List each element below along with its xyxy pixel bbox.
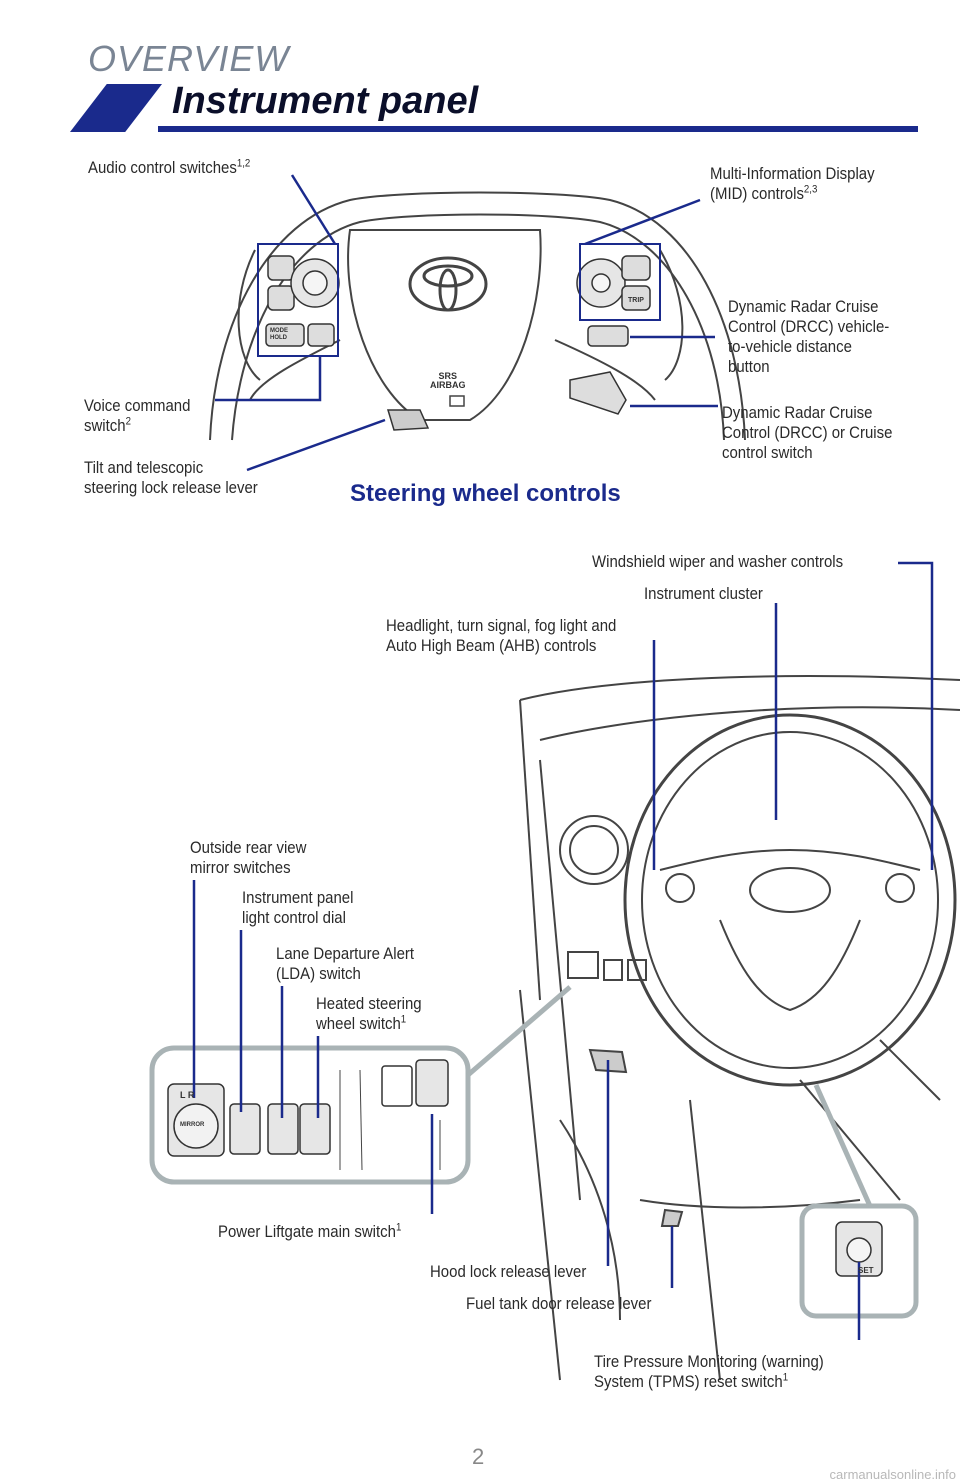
label-hood-release: Hood lock release lever: [430, 1262, 587, 1281]
label-audio-control: Audio control switches1,2: [88, 157, 251, 177]
mode-hold-button: MODE HOLD: [270, 328, 288, 341]
srs-airbag-text: SRS AIRBAG: [430, 371, 466, 390]
page-title: Instrument panel: [172, 80, 479, 122]
lr-button: L R: [180, 1090, 195, 1100]
steering-caption: Steering wheel controls: [350, 480, 621, 507]
set-button: SET: [858, 1266, 874, 1275]
label-voice-command: Voice command switch2: [84, 396, 191, 435]
label-headlight: Headlight, turn signal, fog light and Au…: [386, 616, 617, 655]
watermark: carmanualsonline.info: [829, 1467, 956, 1482]
label-tpms: Tire Pressure Monitoring (warning) Syste…: [594, 1352, 824, 1391]
label-wiper: Windshield wiper and washer controls: [592, 552, 844, 571]
label-mid-controls: Multi-Information Display (MID) controls…: [710, 164, 875, 203]
label-drcc-distance: Dynamic Radar Cruise Control (DRCC) vehi…: [728, 297, 890, 376]
label-mirror-switches: Outside rear view mirror switches: [190, 838, 307, 877]
page-number: 2: [472, 1444, 485, 1469]
label-heated-wheel: Heated steering wheel switch1: [316, 994, 422, 1033]
label-instrument-cluster: Instrument cluster: [644, 584, 763, 603]
trip-button: TRIP: [628, 297, 644, 304]
mirror-knob: MIRROR: [180, 1122, 205, 1128]
label-liftgate: Power Liftgate main switch1: [218, 1221, 402, 1241]
label-panel-light-dial: Instrument panel light control dial: [242, 888, 354, 927]
label-fuel-door: Fuel tank door release lever: [466, 1294, 652, 1313]
label-tilt-lever: Tilt and telescopic steering lock releas…: [84, 458, 258, 497]
title-underline: [158, 126, 918, 132]
section-heading: OVERVIEW: [88, 38, 290, 79]
label-drcc-switch: Dynamic Radar Cruise Control (DRCC) or C…: [722, 403, 893, 462]
label-lda-switch: Lane Departure Alert (LDA) switch: [276, 944, 415, 983]
